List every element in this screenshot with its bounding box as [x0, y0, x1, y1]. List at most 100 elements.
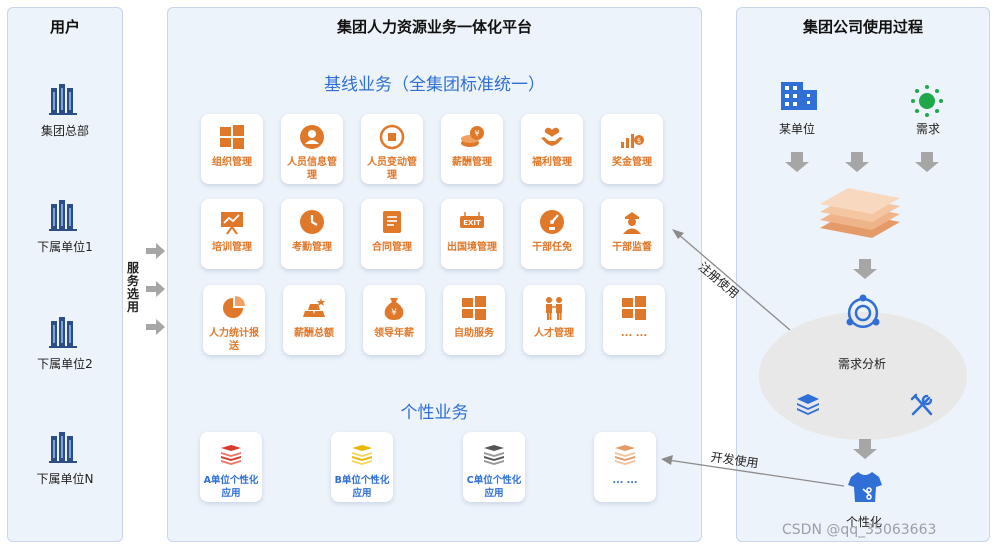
module-label: 人员变动管理: [367, 157, 417, 181]
windows-icon: [219, 124, 245, 150]
personal-module-label: A单位个性化应用: [203, 475, 259, 499]
module-tile[interactable]: 福利管理: [521, 114, 583, 184]
module-tile[interactable]: 合同管理: [361, 199, 423, 269]
stop-circle-icon: [379, 124, 405, 150]
down-arrow-3: [915, 152, 939, 172]
exit-sign-icon: EXIT: [459, 209, 485, 235]
windows-icon: [461, 295, 487, 321]
module-label: 组织管理: [212, 157, 252, 168]
module-tile[interactable]: ... ...: [603, 285, 665, 355]
user-item-label[interactable]: 下属单位1: [37, 240, 93, 254]
personal-title: 个性业务: [400, 403, 469, 423]
register-arrow: [672, 229, 791, 331]
module-tile[interactable]: 人才管理: [523, 285, 585, 355]
module-label: 干部监督: [612, 242, 652, 253]
gold-bars-icon: [301, 295, 327, 321]
service-label-text: 服务选用: [127, 261, 140, 314]
down-arrow-1: [785, 152, 809, 172]
module-label: 出国境管理: [447, 242, 497, 253]
module-tile[interactable]: 培训管理: [201, 199, 263, 269]
bar-chart-coin-icon: $: [619, 124, 645, 150]
stack-red-icon: [219, 442, 243, 466]
unit-label: 某单位: [779, 122, 816, 136]
down-arrow-4: [853, 259, 877, 279]
presentation-icon: [219, 209, 245, 235]
stack-orange-icon: [613, 442, 637, 466]
heart-hands-icon: [539, 124, 565, 150]
service-arrows: [146, 243, 165, 335]
module-label: 自助服务: [454, 328, 494, 339]
personal-module-tile[interactable]: C单位个性化应用: [463, 432, 525, 502]
tshirt-icon: [848, 472, 882, 502]
personal-module-label: ... ...: [612, 475, 638, 486]
personal-module-tile[interactable]: A单位个性化应用: [200, 432, 262, 502]
service-label: 服务选用: [127, 262, 143, 314]
people-icon: [541, 295, 567, 321]
building-icon: [49, 198, 79, 236]
personal-module-tile[interactable]: ... ...: [594, 432, 656, 502]
svg-text:EXIT: EXIT: [463, 219, 481, 227]
module-label: 薪酬总额: [294, 328, 334, 339]
personal-module-label: B单位个性化应用: [334, 475, 390, 499]
module-label: 人力统计报送: [209, 328, 259, 352]
analysis-label: 需求分析: [838, 357, 887, 371]
down-arrows-row: [785, 152, 939, 172]
module-label: 领导年薪: [374, 328, 414, 339]
module-tile[interactable]: 考勤管理: [281, 199, 343, 269]
module-tile[interactable]: 人员变动管理: [361, 114, 423, 184]
module-label: 福利管理: [532, 157, 572, 168]
module-tile[interactable]: 自助服务: [443, 285, 505, 355]
pie-chart-icon: [221, 295, 247, 321]
windows-icon: [621, 295, 647, 321]
personal-module-tile[interactable]: B单位个性化应用: [331, 432, 393, 502]
module-label: 干部任免: [532, 242, 572, 253]
document-icon: [379, 209, 405, 235]
user-item-label[interactable]: 下属单位N: [36, 472, 94, 486]
develop-arrow: [661, 455, 845, 487]
down-arrow-2: [845, 152, 869, 172]
paper-stack-icon: [820, 188, 900, 238]
baseline-title: 基线业务（全集团标准统一）: [324, 75, 545, 95]
layers-icon: [797, 394, 819, 415]
gauge-icon: [539, 209, 565, 235]
module-tile[interactable]: 干部任免: [521, 199, 583, 269]
users-title: 用户: [49, 18, 80, 36]
module-label: 人才管理: [534, 328, 574, 339]
svg-text:¥: ¥: [474, 129, 479, 138]
demand-label: 需求: [916, 122, 941, 136]
coins-icon: ¥: [459, 124, 485, 150]
user-item-label[interactable]: 集团总部: [40, 124, 89, 138]
officer-icon: [619, 209, 645, 235]
module-tile[interactable]: EXIT 出国境管理: [441, 199, 503, 269]
module-label: 薪酬管理: [452, 157, 492, 168]
stack-gray-icon: [482, 442, 506, 466]
down-arrow-5: [853, 439, 877, 459]
personal-module-label: C单位个性化应用: [466, 475, 522, 499]
module-tile[interactable]: 薪酬总额: [283, 285, 345, 355]
module-label: 考勤管理: [292, 242, 332, 253]
network-icon: [846, 294, 880, 329]
module-tile[interactable]: 人员信息管理: [281, 114, 343, 184]
user-item-label[interactable]: 下属单位2: [37, 357, 93, 371]
module-tile[interactable]: 人力统计报送: [203, 285, 265, 355]
module-tile[interactable]: 干部监督: [601, 199, 663, 269]
building-icon: [781, 82, 817, 110]
tools-icon: [910, 393, 933, 416]
clock-icon: [299, 209, 325, 235]
building-icon: [49, 430, 79, 468]
personal-label: 个性化: [846, 515, 883, 529]
module-label: 人员信息管理: [287, 157, 337, 181]
module-tile[interactable]: ¥ 薪酬管理: [441, 114, 503, 184]
service-arrow-1: [146, 243, 165, 259]
service-arrow-2: [146, 281, 165, 297]
module-label: ... ...: [620, 328, 648, 339]
svg-text:$: $: [637, 137, 641, 145]
service-arrow-3: [146, 319, 165, 335]
module-tile[interactable]: 组织管理: [201, 114, 263, 184]
module-tile[interactable]: ¥ 领导年薪: [363, 285, 425, 355]
money-bag-icon: ¥: [381, 295, 407, 321]
building-icon: [49, 315, 79, 353]
module-tile[interactable]: $奖金管理: [601, 114, 663, 184]
platform-title: 集团人力资源业务一体化平台: [336, 18, 532, 36]
module-label: 合同管理: [372, 242, 412, 253]
